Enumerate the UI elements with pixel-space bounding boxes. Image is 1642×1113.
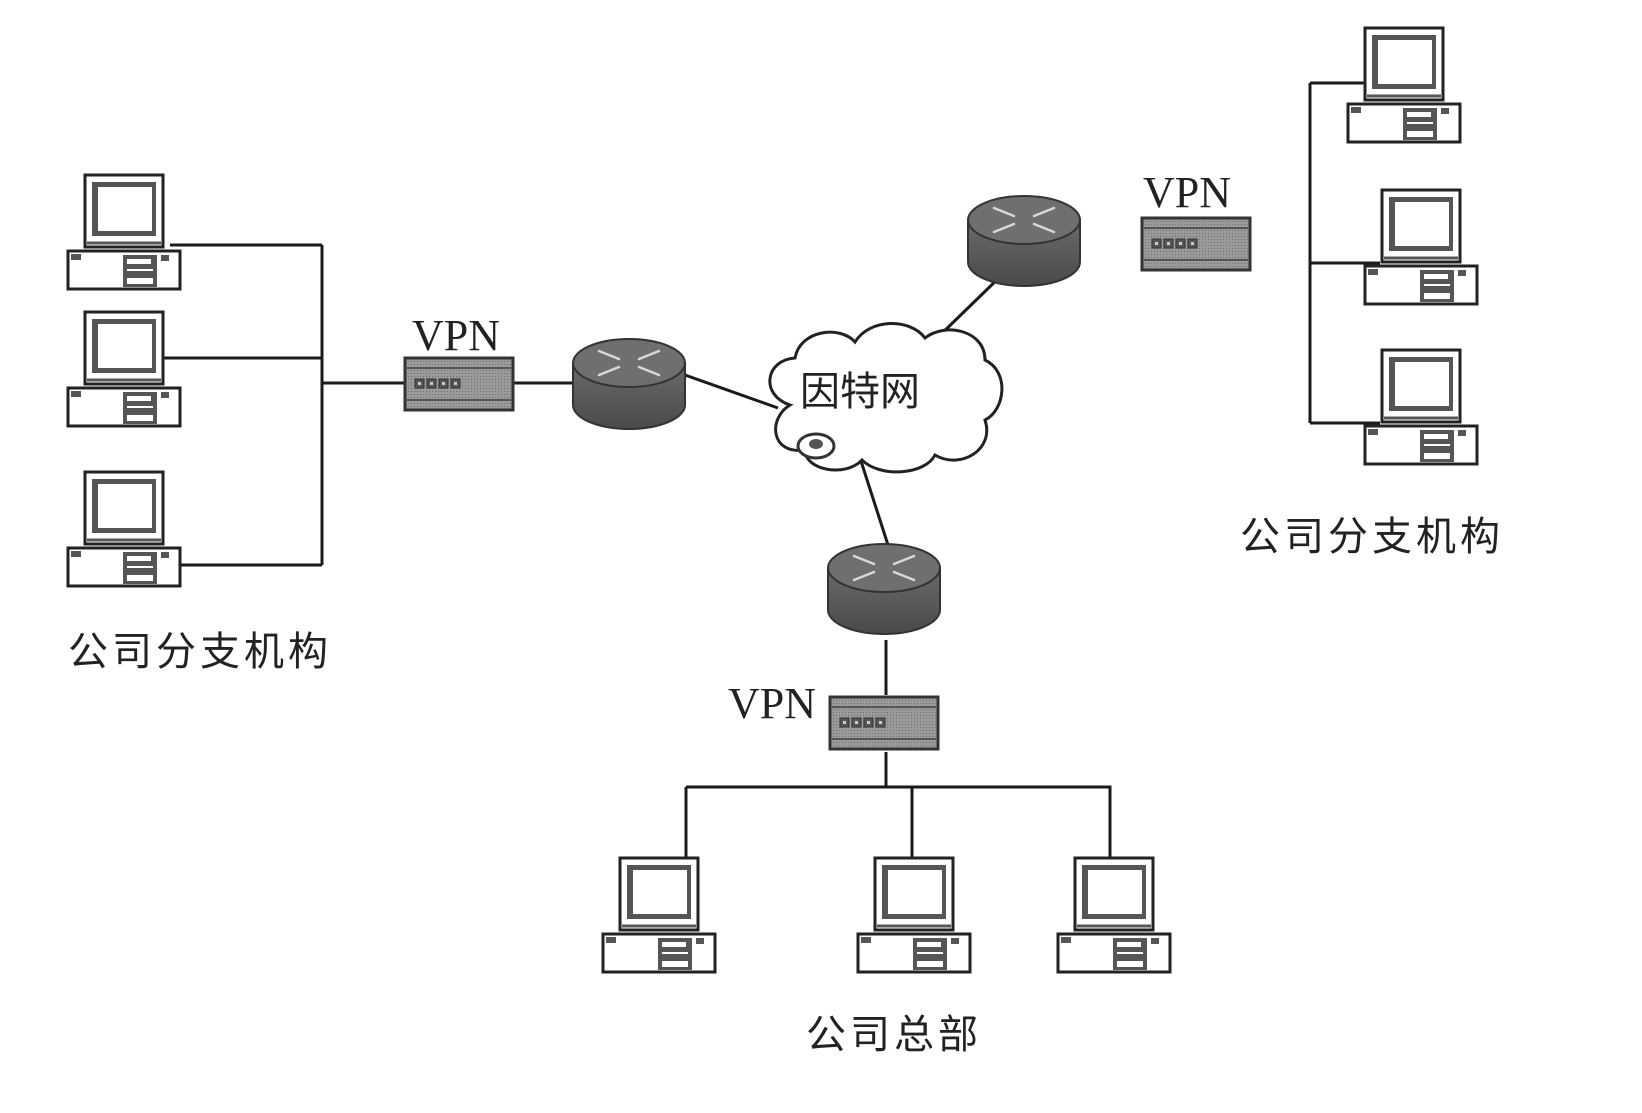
router-icon[interactable] [826,542,942,636]
desktop-computer-icon[interactable] [1056,856,1172,974]
vpn-gateway-icon[interactable] [403,356,515,412]
desktop-computer-icon[interactable] [1346,26,1462,144]
desktop-computer-icon[interactable] [66,470,182,588]
wire-left-router-internet [684,373,779,410]
site-label: 公司总部 [806,1012,982,1058]
desktop-computer-icon[interactable] [1363,188,1479,306]
cloud-small-bubbles [796,432,836,460]
router-icon[interactable] [966,194,1082,288]
desktop-computer-icon[interactable] [66,173,182,291]
vpn-label: VPN [728,679,816,728]
desktop-computer-icon[interactable] [1363,348,1479,466]
site-label: 公司分支机构 [68,629,332,675]
internet-cloud[interactable]: 因特网 [768,322,1004,474]
internet-label: 因特网 [800,369,920,415]
site-branch-left: VPN 公司分支机构 [66,173,687,675]
vpn-gateway-icon[interactable] [828,695,940,751]
site-headquarters: VPN 公司总部 [601,542,1172,1058]
desktop-computer-icon[interactable] [856,856,972,974]
site-label: 公司分支机构 [1240,514,1504,560]
vpn-label: VPN [1143,168,1231,217]
desktop-computer-icon[interactable] [601,856,717,974]
wire-hq-bus [686,785,1112,858]
router-icon[interactable] [571,337,687,431]
vpn-gateway-icon[interactable] [1140,216,1252,272]
desktop-computer-icon[interactable] [66,310,182,428]
vpn-label: VPN [412,311,500,360]
cloud-icon [768,322,1004,474]
wire-hq-router-internet [858,457,890,546]
wires [160,81,1380,858]
site-branch-right: VPN 公司分支机构 [966,26,1504,560]
